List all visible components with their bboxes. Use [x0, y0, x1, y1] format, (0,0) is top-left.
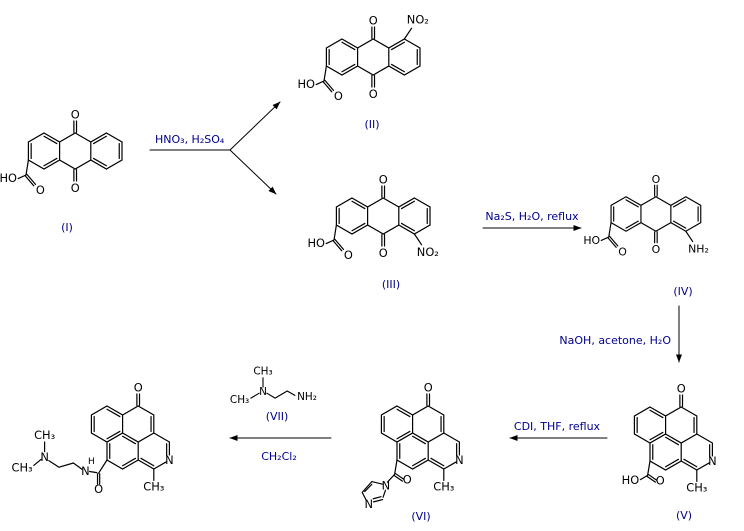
atom-label: HO	[0, 171, 17, 185]
atom-label: O	[36, 183, 45, 197]
compound-i-structure: O O HO O	[0, 108, 123, 197]
atom-label: O	[94, 482, 103, 496]
atom-label: CH₃	[34, 428, 55, 442]
atom-label: O	[677, 382, 686, 396]
atom-label: HO	[297, 77, 315, 91]
atom-label: O	[403, 472, 412, 486]
atom-label: HO	[583, 234, 600, 247]
atom-label: O	[618, 245, 627, 258]
nitro-bond	[413, 233, 423, 246]
atom-label: O	[344, 248, 353, 262]
nitro-bond	[403, 27, 413, 40]
atom-label: CH₃	[686, 481, 707, 495]
atom-label: N	[708, 454, 717, 468]
imidazole-doubles	[364, 483, 382, 500]
reagent-amidation-solvent: CH₂Cl₂	[261, 450, 297, 463]
atom-label: HO	[622, 473, 640, 487]
atom-label: N	[382, 479, 391, 493]
atom-label: NO₂	[417, 245, 439, 259]
carboxyl-bonds	[639, 460, 658, 483]
tetracycle-skeleton	[633, 394, 714, 482]
compound-ii-structure: O O HO O NO₂	[297, 12, 428, 103]
compound-iii-structure: O O HO O NO₂	[307, 173, 438, 263]
compound-vii-structure: CH₃ N CH₃ NH₂	[230, 366, 317, 407]
arrow-to-compound-iii	[229, 149, 277, 195]
atom-label: NH₂	[688, 243, 709, 256]
compound-vi-label: (VI)	[411, 510, 430, 523]
chain-bonds	[250, 377, 296, 399]
atom-label: HO	[307, 236, 325, 250]
atom-label: N	[455, 453, 464, 467]
compound-v-label: (V)	[676, 509, 692, 522]
atom-label: CH₃	[230, 394, 249, 406]
atom-label: N	[259, 386, 267, 398]
tetracycle-skeleton	[90, 393, 171, 481]
amide-bonds	[88, 459, 108, 485]
final-product-structure: O N CH₃ O N H N CH₃ CH₃	[12, 381, 174, 496]
reagent-cyclization: NaOH, acetone, H₂O	[559, 334, 671, 347]
atom-label: O	[369, 14, 378, 28]
compound-ii-label: (II)	[364, 118, 379, 131]
atom-label: O	[424, 381, 433, 395]
tetracycle-skeleton	[380, 393, 460, 481]
amide-bonds	[386, 459, 405, 483]
anthraquinone-skeleton	[325, 185, 431, 252]
atom-label: O	[656, 473, 665, 487]
compound-iv-label: (IV)	[673, 285, 692, 298]
imidazole-ring	[361, 481, 387, 503]
anthraquinone-skeleton	[17, 120, 123, 187]
anthraquinone-skeleton	[315, 26, 421, 93]
anthraquinone-skeleton	[600, 184, 702, 248]
reagent-reduction: Na₂S, H₂O, reflux	[485, 210, 579, 223]
compound-i-label: (I)	[61, 221, 73, 234]
atom-label: O	[379, 173, 388, 187]
amine-bond	[685, 230, 694, 243]
atom-label: CH₃	[253, 366, 272, 378]
atom-label: N	[40, 450, 49, 464]
arrow-to-compound-ii	[229, 101, 281, 151]
atom-label: NH₂	[297, 391, 317, 403]
reagent-nitration: HNO₃, H₂SO₄	[155, 133, 225, 146]
atom-label: CH₃	[143, 480, 164, 494]
atom-label: O	[652, 243, 661, 256]
compound-iii-label: (III)	[382, 278, 400, 291]
reagent-activation: CDI, THF, reflux	[514, 420, 601, 433]
atom-label: O	[652, 173, 661, 186]
atom-label: N	[165, 453, 174, 467]
atom-label: CH₃	[12, 460, 33, 474]
atom-label: N	[81, 464, 90, 478]
atom-label: O	[369, 87, 378, 101]
compound-v-structure: O N CH₃ HO O	[622, 382, 717, 495]
atom-label: NO₂	[407, 12, 429, 26]
compound-vii-label: (VII)	[266, 410, 289, 423]
atom-label: H	[88, 457, 95, 467]
compound-vi-structure: O N CH₃ O N N	[361, 381, 464, 511]
atom-label: O	[71, 108, 80, 122]
atom-label: O	[334, 89, 343, 103]
chain-bonds	[33, 441, 83, 470]
atom-label: O	[134, 381, 143, 395]
atom-label: O	[71, 181, 80, 195]
atom-label: CH₃	[433, 480, 454, 494]
atom-label: O	[379, 246, 388, 260]
compound-iv-structure: O O HO O NH₂	[583, 173, 709, 258]
atom-label: N	[365, 497, 374, 511]
